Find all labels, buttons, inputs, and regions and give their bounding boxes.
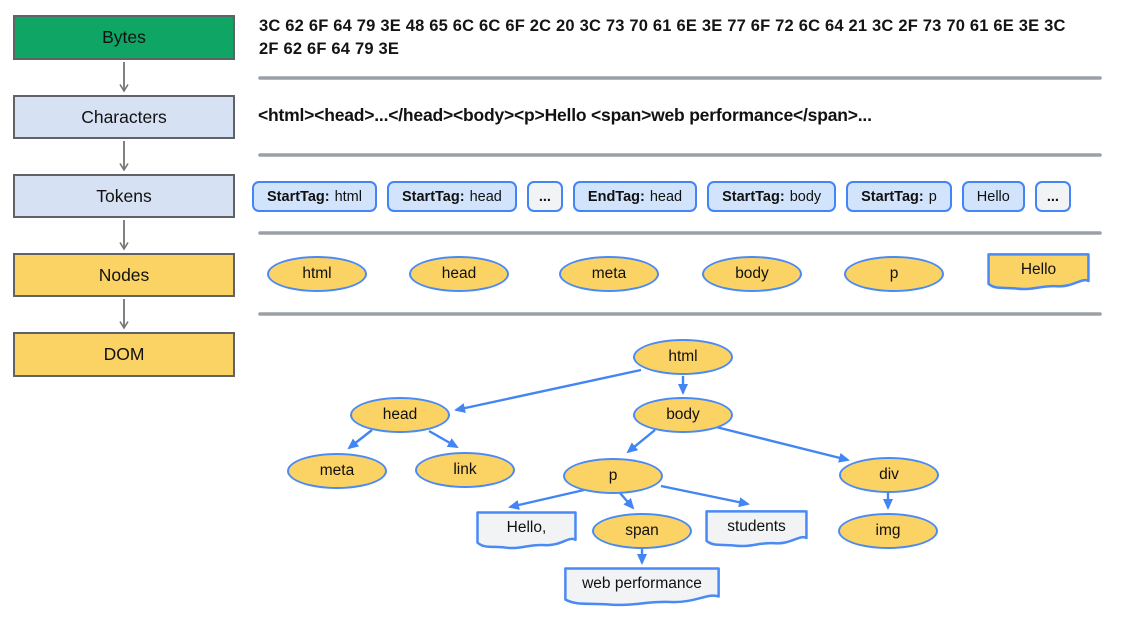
- token-value: head: [469, 188, 502, 205]
- token-value: p: [928, 188, 937, 205]
- node-body: body: [702, 256, 802, 292]
- document-shape: [476, 511, 577, 550]
- token-value: ...: [538, 188, 551, 205]
- dom-node-label: span: [625, 522, 659, 539]
- dom-node-head: head: [350, 397, 450, 433]
- dom-node-div: div: [839, 457, 939, 493]
- token-prefix: StartTag:: [401, 188, 465, 205]
- dom-node-img: img: [838, 513, 938, 549]
- stage-box-bytes: Bytes: [13, 15, 235, 60]
- dom-node-body: body: [633, 397, 733, 433]
- token-value: ...: [1046, 188, 1059, 205]
- dom-textnode-students: students: [705, 510, 808, 548]
- node-label: html: [302, 265, 332, 282]
- stage-box-characters: Characters: [13, 95, 235, 139]
- dom-node-span: span: [592, 513, 692, 549]
- token-value: html: [334, 188, 362, 205]
- dom-textnode-label: students: [727, 517, 786, 535]
- stage-box-tokens: Tokens: [13, 174, 235, 218]
- token-row: StartTag:html StartTag:head ... EndTag:h…: [252, 181, 1071, 212]
- token-value: head: [649, 188, 683, 205]
- node-meta: meta: [559, 256, 659, 292]
- token-starttag-html: StartTag:html: [252, 181, 377, 212]
- dom-node-meta: meta: [287, 453, 387, 489]
- dom-textnode-label: web performance: [582, 574, 702, 592]
- characters-markup-text: <html><head>...</head><body><p>Hello <sp…: [258, 105, 872, 125]
- token-ellipsis-1: ...: [526, 181, 563, 212]
- stage-label-dom: DOM: [103, 344, 145, 364]
- token-value: body: [789, 188, 822, 205]
- token-text-hello: Hello: [961, 181, 1025, 212]
- edge-body-p: [626, 429, 656, 454]
- dom-node-html: html: [633, 339, 733, 375]
- node-label: meta: [591, 265, 627, 282]
- node-label: p: [889, 265, 899, 282]
- document-shape: [987, 253, 1090, 291]
- dom-node-link: link: [415, 452, 515, 488]
- node-label: body: [735, 265, 769, 282]
- token-starttag-body: StartTag:body: [707, 181, 837, 212]
- dom-node-label: head: [382, 406, 418, 423]
- dom-node-label: p: [608, 467, 618, 484]
- token-ellipsis-2: ...: [1034, 181, 1071, 212]
- dom-node-label: meta: [319, 462, 355, 479]
- stage-label-bytes: Bytes: [102, 27, 146, 47]
- edge-p-hello-text: [508, 488, 585, 510]
- token-starttag-head: StartTag:head: [386, 181, 517, 212]
- dom-textnode-label: Hello,: [506, 518, 547, 536]
- row-dividers: [258, 76, 1102, 316]
- dom-textnode-hello: Hello,: [476, 511, 577, 550]
- edge-head-link: [428, 429, 459, 449]
- edge-body-div: [715, 425, 850, 463]
- dom-node-label: body: [666, 406, 700, 423]
- token-prefix: StartTag:: [861, 188, 924, 205]
- node-label: head: [441, 265, 477, 282]
- edge-p-students-text: [660, 484, 750, 508]
- node-head: head: [409, 256, 509, 292]
- dom-node-label: link: [453, 461, 477, 478]
- token-prefix: StartTag:: [722, 188, 785, 205]
- stage-label-tokens: Tokens: [96, 185, 152, 206]
- stage-box-dom: DOM: [13, 332, 235, 377]
- dom-textnode-web-performance: web performance: [563, 567, 721, 607]
- stage-label-characters: Characters: [81, 106, 167, 127]
- stage-label-nodes: Nodes: [98, 264, 150, 285]
- textnode-label: Hello: [1020, 260, 1057, 278]
- node-html: html: [267, 256, 367, 292]
- bytes-hex-text: 3C 62 6F 64 79 3E 48 65 6C 6C 6F 2C 20 3…: [259, 17, 1066, 58]
- textnode-hello: Hello: [987, 253, 1090, 291]
- dom-node-label: html: [668, 348, 698, 365]
- stage-box-nodes: Nodes: [13, 253, 235, 297]
- dom-node-label: div: [879, 466, 899, 483]
- dom-node-label: img: [875, 522, 901, 539]
- token-prefix: EndTag:: [587, 188, 645, 205]
- document-shape: [563, 567, 721, 607]
- dom-node-p: p: [563, 458, 663, 494]
- token-starttag-p: StartTag:p: [846, 181, 952, 212]
- token-value: Hello: [976, 188, 1010, 205]
- document-shape: [705, 510, 808, 548]
- edge-p-span: [619, 492, 635, 510]
- node-p: p: [844, 256, 944, 292]
- token-prefix: StartTag:: [267, 188, 330, 205]
- edge-html-head: [454, 368, 642, 413]
- token-endtag-head: EndTag:head: [572, 181, 698, 212]
- edge-head-meta: [347, 429, 373, 450]
- dom-tree-edges: [347, 368, 893, 565]
